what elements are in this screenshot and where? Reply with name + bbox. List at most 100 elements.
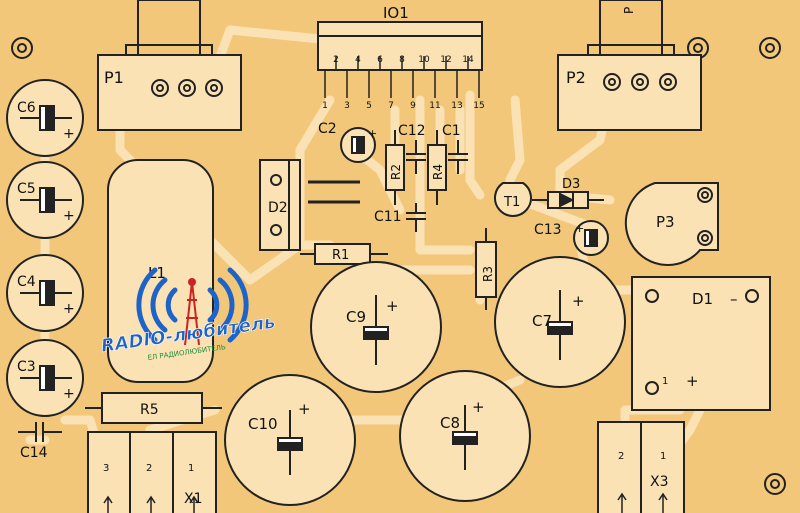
c14-capacitor bbox=[18, 422, 62, 442]
c8-plus: + bbox=[472, 398, 485, 416]
c6-capacitor bbox=[6, 79, 84, 157]
c3-label: C3 bbox=[17, 359, 36, 375]
c2-plus: + bbox=[368, 127, 377, 140]
c13-plus: + bbox=[575, 222, 584, 235]
c11-capacitor bbox=[406, 203, 426, 232]
p3-label: P3 bbox=[656, 213, 675, 231]
c5-capacitor bbox=[6, 161, 84, 239]
c10-plus: + bbox=[298, 400, 311, 418]
c5-plus: + bbox=[63, 208, 75, 224]
p3-trimmer bbox=[624, 182, 719, 266]
t1-label: T1 bbox=[503, 195, 520, 210]
c13-label: C13 bbox=[534, 222, 562, 238]
r4-resistor bbox=[427, 130, 447, 205]
c10-capacitor bbox=[224, 374, 356, 506]
io1-bottom-pin-7: 7 bbox=[388, 101, 394, 111]
c12-label: C12 bbox=[398, 123, 426, 139]
r1-resistor bbox=[300, 243, 388, 265]
x3-pin-2: 2 bbox=[618, 451, 624, 462]
c7-plus: + bbox=[572, 292, 585, 310]
io1-top-pin-2: 2 bbox=[333, 55, 339, 65]
io1-bottom-pin-5: 5 bbox=[366, 101, 372, 111]
p1-potentiometer bbox=[97, 0, 242, 131]
d1-minus: – bbox=[730, 290, 738, 308]
c1-capacitor bbox=[448, 140, 468, 174]
r3-resistor bbox=[475, 228, 497, 310]
radio-waves-icon bbox=[136, 267, 249, 343]
x1-arrows bbox=[103, 495, 199, 513]
c4-capacitor bbox=[6, 254, 84, 332]
c12-capacitor bbox=[406, 140, 426, 174]
io1-bottom-pin-3: 3 bbox=[344, 101, 350, 111]
d1-plus: + bbox=[686, 372, 699, 390]
x1-pin-1: 1 bbox=[188, 463, 194, 474]
d1-bridge bbox=[631, 276, 771, 411]
c2-label: C2 bbox=[318, 121, 337, 137]
c5-label: C5 bbox=[17, 181, 36, 197]
c11-label: C11 bbox=[374, 209, 402, 225]
io1-legs bbox=[324, 56, 480, 98]
c9-label: C9 bbox=[346, 308, 366, 326]
c6-plus: + bbox=[63, 126, 75, 142]
mounting-holes bbox=[11, 37, 786, 495]
r2-resistor bbox=[385, 130, 405, 205]
c8-label: C8 bbox=[440, 414, 460, 432]
io1-top-pin-4: 4 bbox=[355, 55, 361, 65]
io1-top-pin-6: 6 bbox=[377, 55, 383, 65]
io1-bottom-pin-15: 15 bbox=[473, 101, 484, 111]
io1-bottom-pin-1: 1 bbox=[322, 101, 328, 111]
x3-arrows bbox=[617, 492, 668, 513]
c7-label: C7 bbox=[532, 312, 552, 330]
c3-capacitor bbox=[6, 339, 84, 417]
d3-label: D3 bbox=[562, 177, 580, 192]
io1-top-pin-14: 14 bbox=[462, 55, 474, 65]
c13-capacitor bbox=[573, 220, 609, 256]
d2-heatsink-marks bbox=[308, 180, 360, 204]
c9-plus: + bbox=[386, 297, 399, 315]
t1-transistor bbox=[494, 182, 532, 217]
c1-label: C1 bbox=[442, 123, 461, 139]
c3-plus: + bbox=[63, 386, 75, 402]
r3-label: R3 bbox=[481, 266, 495, 282]
d2-bridge bbox=[259, 159, 301, 251]
x1-pin-2: 2 bbox=[146, 463, 152, 474]
l1-label: L1 bbox=[148, 264, 166, 282]
io1-top-pin-12: 12 bbox=[440, 55, 451, 65]
io1-ic bbox=[317, 21, 483, 71]
c7-capacitor bbox=[494, 256, 626, 388]
io1-top-pin-10: 10 bbox=[418, 55, 430, 65]
antenna-tower-icon bbox=[184, 278, 200, 346]
c4-label: C4 bbox=[17, 274, 36, 290]
c6-label: C6 bbox=[17, 100, 36, 116]
io1-bottom-pin-13: 13 bbox=[451, 101, 462, 111]
c2-capacitor bbox=[340, 127, 376, 163]
c14-label: C14 bbox=[20, 445, 48, 461]
d3-diode bbox=[532, 191, 604, 209]
r5-resistor bbox=[85, 392, 222, 424]
r1-label: R1 bbox=[332, 248, 349, 263]
p2-potentiometer bbox=[557, 0, 702, 131]
p2-label: P2 bbox=[566, 68, 586, 87]
x3-terminal bbox=[597, 421, 685, 513]
r2-label: R2 bbox=[389, 164, 403, 180]
p1-label: P1 bbox=[104, 68, 124, 87]
p2-partial-label: P bbox=[622, 7, 636, 14]
c10-label: C10 bbox=[248, 415, 278, 433]
x1-pin-3: 3 bbox=[103, 463, 109, 474]
d2-label: D2 bbox=[268, 200, 288, 216]
c4-plus: + bbox=[63, 301, 75, 317]
c9-capacitor bbox=[310, 261, 442, 393]
r4-label: R4 bbox=[431, 164, 445, 180]
io1-top-pin-8: 8 bbox=[399, 55, 405, 65]
io1-bottom-pin-11: 11 bbox=[429, 101, 440, 111]
c8-capacitor bbox=[399, 370, 531, 502]
io1-label: IO1 bbox=[383, 4, 409, 22]
x3-pin-1: 1 bbox=[660, 451, 666, 462]
io1-bottom-pin-9: 9 bbox=[410, 101, 416, 111]
io1-top-pin-numbers: 2 4 6 8 10 12 14 bbox=[333, 55, 474, 65]
d1-label: D1 bbox=[692, 290, 713, 308]
r5-label: R5 bbox=[140, 402, 159, 418]
d1-pin-1: 1 bbox=[662, 376, 668, 387]
